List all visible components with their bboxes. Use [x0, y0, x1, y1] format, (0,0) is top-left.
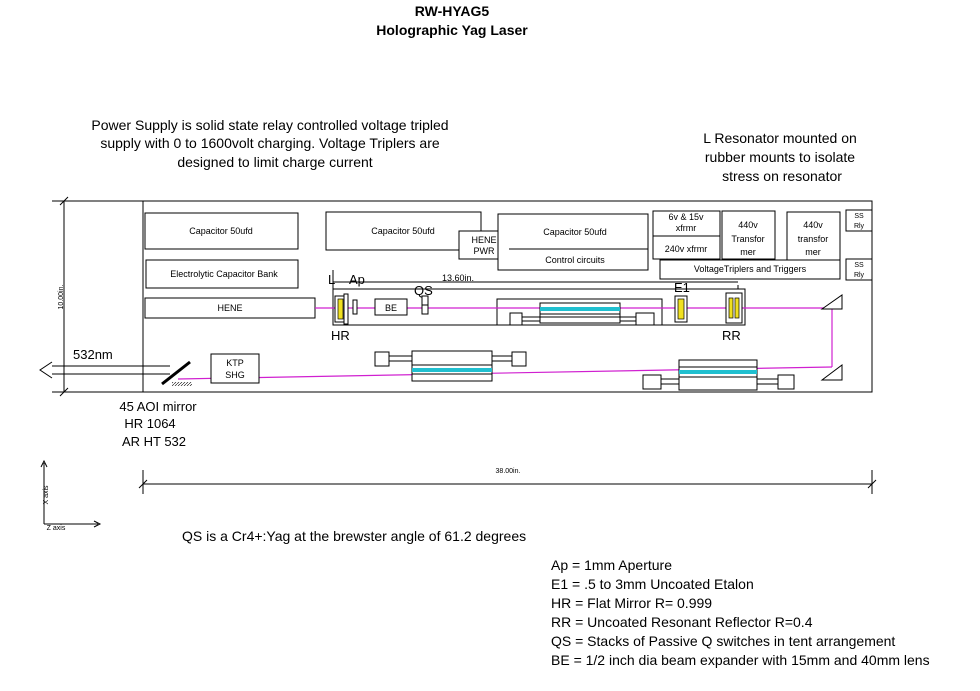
qs-note: QS is a Cr4+:Yag at the brewster angle o…: [182, 528, 526, 544]
resonator-note-line3: stress on resonator: [722, 168, 842, 184]
control-circuits-label: Control circuits: [545, 255, 605, 265]
ktp-line2: SHG: [225, 370, 245, 380]
ss-relay-2-box: [845, 258, 873, 281]
hr-mirror: [334, 293, 349, 325]
aperture: [352, 299, 358, 315]
length-dimension: 38.00in.: [138, 468, 877, 494]
z-axis-label: Z axis: [47, 525, 66, 532]
amplifier-left: [374, 350, 527, 382]
etalon: [674, 295, 688, 323]
mirror-line1: 45 AOI mirror: [119, 399, 197, 414]
power-note-line1: Power Supply is solid state relay contro…: [91, 117, 448, 133]
legend: Ap = 1mm Aperture E1 = .5 to 3mm Uncoate…: [551, 557, 930, 668]
capacitor-2-label: Capacitor 50ufd: [371, 226, 435, 236]
ktp-line1: KTP: [226, 358, 244, 368]
legend-be: BE = 1/2 inch dia beam expander with 15m…: [551, 652, 930, 668]
legend-hr: HR = Flat Mirror R= 0.999: [551, 595, 712, 611]
amplifier-right: [642, 359, 795, 391]
length-label: 38.00in.: [496, 468, 521, 475]
electrolytic-bank-label: Electrolytic Capacitor Bank: [170, 269, 278, 279]
label-rr: RR: [722, 328, 741, 343]
resonator-note: L Resonator mounted on rubber mounts to …: [703, 130, 857, 184]
capacitor-3-label: Capacitor 50ufd: [543, 227, 607, 237]
ktp-box: [210, 353, 260, 384]
xfrmr-240v-label: 240v xfrmr: [665, 244, 708, 254]
power-note-line2: supply with 0 to 1600volt charging. Volt…: [100, 135, 440, 151]
resonator-note-line2: rubber mounts to isolate: [705, 149, 855, 165]
ss-relay-1-box: [845, 209, 873, 232]
power-supply-note: Power Supply is solid state relay contro…: [91, 117, 448, 170]
resonator-note-line1: L Resonator mounted on: [703, 130, 857, 146]
transformer-1-box: [721, 210, 776, 260]
height-dimension: 10.00in.: [52, 196, 143, 397]
laser-head-upper: [509, 302, 655, 326]
capacitor-1-label: Capacitor 50ufd: [189, 226, 253, 236]
output-label: 532nm: [73, 347, 113, 362]
label-qs: QS: [414, 283, 433, 298]
be-box: [374, 298, 408, 316]
title-line1: RW-HYAG5: [415, 3, 490, 19]
axes-indicator: X axis Z axis: [40, 459, 102, 532]
resonator-length-label: 13.60in.: [442, 273, 474, 283]
transformer-1-line3: mer: [740, 247, 756, 257]
transformer-2-line1: 440v: [803, 220, 823, 230]
hene-label: HENE: [217, 303, 242, 313]
hene-pwr-line2: PWR: [474, 246, 495, 256]
aoi-mirror: [161, 360, 192, 386]
ss-relay-2-line1: SS: [854, 262, 864, 269]
base-plate: [142, 200, 873, 393]
label-ap: Ap: [349, 272, 365, 287]
legend-e1: E1 = .5 to 3mm Uncoated Etalon: [551, 576, 754, 592]
ss-relay-1-line1: SS: [854, 213, 864, 220]
output-arrow: [39, 361, 170, 379]
transformer-2-line2: transfor: [798, 234, 829, 244]
mirror-line3: AR HT 532: [122, 434, 186, 449]
transformer-1-line2: Transfor: [731, 234, 764, 244]
rr-mirror: [725, 292, 743, 324]
power-note-line3: designed to limit charge current: [177, 154, 372, 170]
legend-ap: Ap = 1mm Aperture: [551, 557, 672, 573]
electrolytic-bank-box: [145, 259, 299, 289]
label-hr: HR: [331, 328, 350, 343]
x-axis-label: X axis: [43, 485, 50, 505]
xfrmr-box: [652, 210, 721, 260]
triplers-box: [659, 259, 841, 280]
hene-pwr-line1: HENE: [471, 235, 496, 245]
title-line2: Holographic Yag Laser: [376, 22, 528, 38]
capacitor-3-box: [497, 213, 649, 271]
triplers-label: VoltageTriplers and Triggers: [694, 264, 807, 274]
label-l: L: [328, 272, 335, 287]
ss-relay-1-line2: Rly: [854, 223, 865, 230]
legend-rr: RR = Uncoated Resonant Reflector R=0.4: [551, 614, 813, 630]
height-label: 10.00in.: [58, 284, 65, 309]
ss-relay-2-line2: Rly: [854, 272, 865, 279]
xfrmr-6v-line2: xfrmr: [676, 223, 697, 233]
xfrmr-6v-line1: 6v & 15v: [668, 212, 704, 222]
label-e1: E1: [674, 280, 690, 295]
fold-mirror-upper: [820, 294, 843, 310]
transformer-1-line1: 440v: [738, 220, 758, 230]
capacitor-1-box: [144, 212, 299, 250]
legend-qs: QS = Stacks of Passive Q switches in ten…: [551, 633, 895, 649]
be-label: BE: [385, 303, 397, 313]
transformer-2-line3: mer: [805, 247, 821, 257]
mirror-line2: HR 1064: [124, 416, 175, 431]
fold-mirror-lower: [820, 364, 843, 381]
